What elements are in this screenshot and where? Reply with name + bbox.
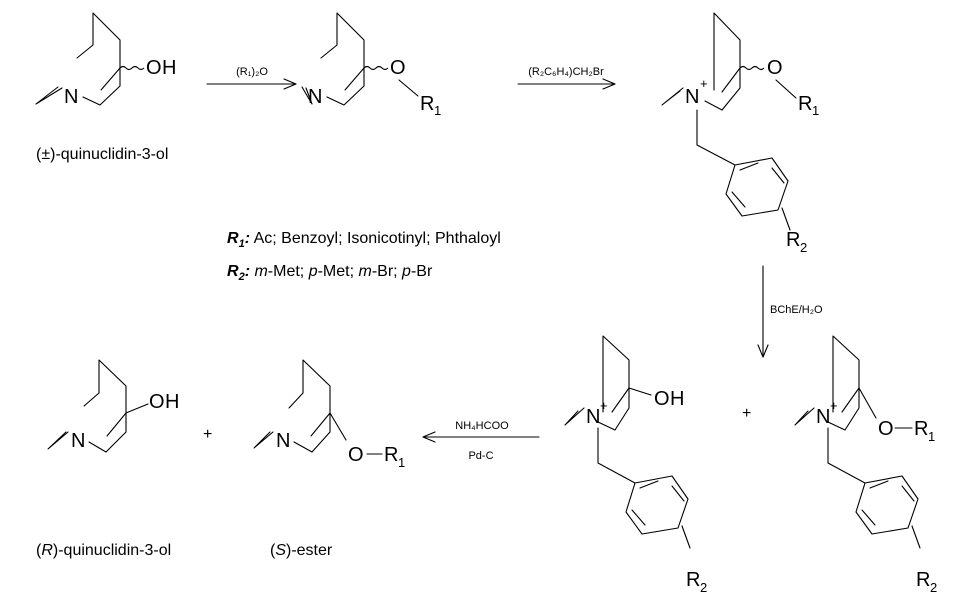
hydroxyl-o: O bbox=[146, 57, 162, 79]
racemic-quinuclidinol-structure: N O H bbox=[35, 12, 176, 108]
arrow-step1: (R₁)₂O bbox=[206, 66, 297, 90]
positive-charge: + bbox=[830, 398, 838, 413]
ester-oxygen: O bbox=[767, 57, 783, 79]
r1-subscript: 1 bbox=[398, 455, 405, 470]
r2-subscript: 2 bbox=[700, 580, 707, 595]
quaternary-nitrogen: N bbox=[685, 86, 699, 108]
reagent-step1: (R₁)₂O bbox=[236, 66, 268, 78]
hydroxyl-h: H bbox=[165, 391, 179, 413]
racemic-ester-structure: N O R 1 bbox=[301, 12, 441, 118]
plus-sign-left: + bbox=[203, 426, 212, 443]
wavy-bond bbox=[739, 65, 765, 71]
r-quinuclidinol-structure: N O H bbox=[47, 359, 179, 453]
ester-oxygen: O bbox=[390, 57, 406, 79]
wavy-bond bbox=[363, 65, 389, 71]
nitrogen-atom: N bbox=[276, 430, 290, 452]
quaternary-ester-structure: N + O R 1 R 2 bbox=[661, 12, 819, 255]
r1-subscript: 1 bbox=[928, 429, 935, 444]
wavy-bond bbox=[119, 65, 145, 71]
r1-subscript: 1 bbox=[434, 103, 441, 118]
nitrogen-atom: N bbox=[308, 86, 322, 108]
r2-group: R bbox=[686, 569, 700, 591]
positive-charge: + bbox=[600, 398, 608, 413]
legend-r2: R2: m-Met; p-Met; m-Br; p-Br bbox=[227, 263, 433, 284]
legend-r1: R1: Ac; Benzoyl; Isonicotinyl; Phthaloyl bbox=[227, 230, 501, 251]
plus-sign-right: + bbox=[742, 405, 751, 422]
hydroxyl-h: H bbox=[670, 388, 684, 410]
r2-group: R bbox=[786, 229, 800, 251]
reagent-step2: (R₂C₆H₄)CH₂Br bbox=[528, 66, 604, 78]
hydroxyl-h: H bbox=[162, 57, 176, 79]
arrow-step3: BChE/H₂O bbox=[757, 265, 823, 358]
positive-charge: + bbox=[700, 76, 708, 91]
label-racemic-start: (±)-quinuclidin-3-ol bbox=[36, 146, 168, 163]
r2-group: R bbox=[916, 569, 930, 591]
hydroxyl-o: O bbox=[654, 388, 670, 410]
r2-subscript: 2 bbox=[930, 580, 937, 595]
quaternary-nitrogen: N bbox=[816, 406, 830, 428]
label-s-ester: (S)-ester bbox=[270, 542, 333, 559]
reagent-step3: BChE/H₂O bbox=[770, 304, 823, 316]
nitrogen-atom: N bbox=[71, 430, 85, 452]
arrow-step4: NH₄HCOO Pd-C bbox=[422, 420, 540, 462]
r1-group: R bbox=[384, 444, 398, 466]
arrow-step2: (R₂C₆H₄)CH₂Br bbox=[517, 66, 616, 90]
nitrogen-atom: N bbox=[64, 86, 78, 108]
label-r-quinuclidinol: (R)-quinuclidin-3-ol bbox=[36, 542, 171, 559]
quaternary-s-ester-structure: N + O R 1 R 2 bbox=[794, 335, 937, 595]
quaternary-alcohol-structure: N + O H R 2 bbox=[564, 335, 707, 595]
reagent-step4-top: NH₄HCOO bbox=[455, 420, 509, 432]
hydroxyl-o: O bbox=[149, 391, 165, 413]
legend-r2-items: m-Met; p-Met; m-Br; p-Br bbox=[254, 263, 433, 280]
ester-oxygen: O bbox=[878, 418, 894, 440]
r1-group: R bbox=[420, 93, 434, 115]
r1-group: R bbox=[914, 418, 928, 440]
s-ester-structure: N O R 1 bbox=[253, 359, 405, 470]
r1-group: R bbox=[798, 93, 812, 115]
quaternary-nitrogen: N bbox=[586, 406, 600, 428]
r2-subscript: 2 bbox=[800, 240, 807, 255]
r1-subscript: 1 bbox=[812, 103, 819, 118]
ester-oxygen: O bbox=[348, 444, 364, 466]
reagent-step4-bottom: Pd-C bbox=[468, 450, 493, 462]
